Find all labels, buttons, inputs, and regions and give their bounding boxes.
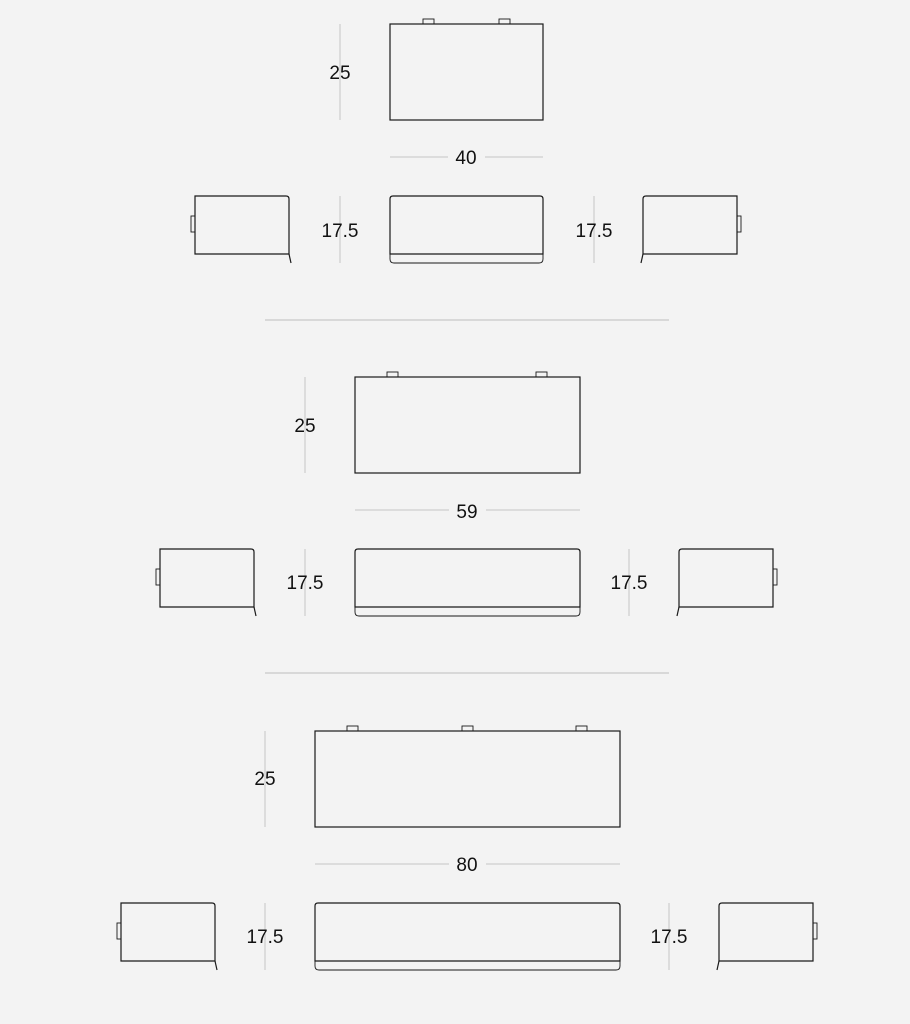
shelf-80-group: 25 80 17.5 17.5 (116, 725, 818, 971)
side-view-lip (640, 253, 644, 264)
bracket-tab (346, 725, 359, 732)
side-view-outline (642, 195, 738, 255)
side-view-outline (194, 195, 290, 255)
side-view-outline (678, 548, 774, 608)
depth-label-right: 17.5 (651, 927, 688, 948)
height-label: 25 (254, 769, 275, 790)
shelf-80-left-side-view (116, 902, 218, 971)
shelf-59-front-view (354, 371, 581, 474)
depth-label-left: 17.5 (322, 221, 359, 242)
shelf-80-right-side-view (716, 902, 818, 971)
side-view-lip (214, 960, 218, 971)
bracket-tab (386, 371, 399, 378)
side-view-lip (288, 253, 292, 264)
depth-label-left: 17.5 (287, 573, 324, 594)
shelf-front-outline (354, 376, 581, 474)
width-label: 80 (456, 855, 477, 876)
shelf-59-group: 25 59 17.5 17.5 (155, 371, 778, 617)
depth-label-right: 17.5 (611, 573, 648, 594)
shelf-80-front-view (314, 725, 621, 828)
top-view-front-lip (314, 961, 621, 971)
shelf-59-right-side-view (676, 548, 778, 617)
shelf-40-right-side-view (640, 195, 742, 264)
top-view-outline (389, 195, 544, 255)
width-label: 40 (455, 148, 476, 169)
side-view-outline (120, 902, 216, 962)
side-view-tab (772, 568, 778, 586)
top-view-front-lip (354, 607, 581, 617)
depth-label-left: 17.5 (247, 927, 284, 948)
shelf-front-outline (314, 730, 621, 828)
bracket-tab (535, 371, 548, 378)
height-label: 25 (294, 416, 315, 437)
depth-label-right: 17.5 (576, 221, 613, 242)
side-view-tab (155, 568, 161, 586)
bracket-tab (422, 18, 435, 25)
side-view-tab (190, 215, 196, 233)
bracket-tab (461, 725, 474, 732)
side-view-tab (736, 215, 742, 233)
side-view-lip (253, 606, 257, 617)
top-view-outline (314, 902, 621, 962)
side-view-lip (716, 960, 720, 971)
width-label: 59 (456, 502, 477, 523)
shelf-front-outline (389, 23, 544, 121)
bracket-tab (575, 725, 588, 732)
top-view-outline (354, 548, 581, 608)
shelf-59-top-view (354, 548, 581, 617)
shelf-40-front-view (389, 18, 544, 121)
shelf-80-top-view (314, 902, 621, 971)
side-view-outline (159, 548, 255, 608)
shelf-40-top-view (389, 195, 544, 264)
shelf-59-left-side-view (155, 548, 257, 617)
side-view-tab (116, 922, 122, 940)
side-view-tab (812, 922, 818, 940)
side-view-lip (676, 606, 680, 617)
height-label: 25 (329, 63, 350, 84)
bracket-tab (498, 18, 511, 25)
side-view-outline (718, 902, 814, 962)
shelf-40-group: 25 40 17.5 17.5 (190, 18, 742, 264)
top-view-front-lip (389, 254, 544, 264)
shelf-40-left-side-view (190, 195, 292, 264)
